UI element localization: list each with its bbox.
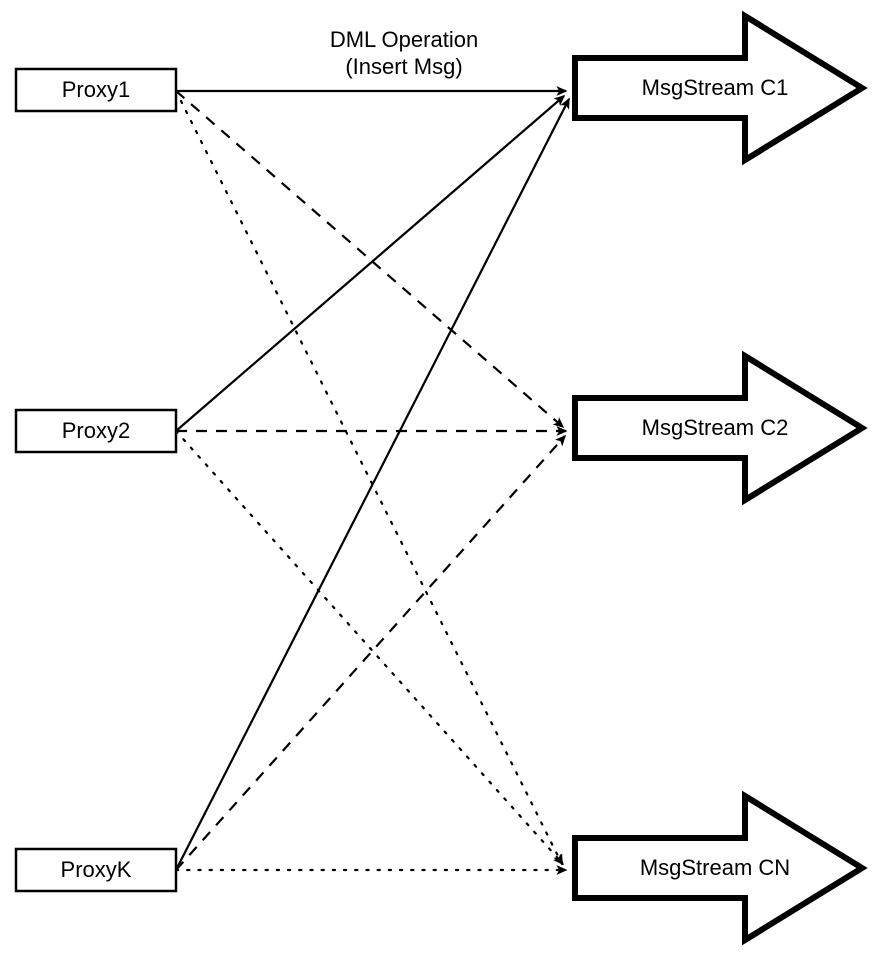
- annotation-line-1: DML Operation: [330, 27, 478, 52]
- edge-group-proxy1: [174, 86, 568, 866]
- stream-node-cn[interactable]: MsgStream CN: [572, 790, 868, 946]
- edge-proxy2-to-cn: [174, 429, 565, 866]
- stream-label: MsgStream C2: [642, 415, 789, 440]
- proxy-box[interactable]: [14, 67, 178, 113]
- edge-proxy2-to-c1: [175, 95, 566, 432]
- proxy-label: Proxy1: [62, 77, 130, 102]
- stream-arrow-shape[interactable]: [572, 10, 868, 166]
- dml-operation-annotation: DML Operation (Insert Msg): [330, 27, 478, 79]
- edge-group-proxyk: [174, 97, 570, 875]
- stream-arrow-shape[interactable]: [572, 350, 868, 506]
- proxy-label: ProxyK: [61, 857, 132, 882]
- proxy-label: Proxy2: [62, 418, 130, 443]
- stream-node-c2[interactable]: MsgStream C2: [572, 350, 868, 506]
- stream-node-c1[interactable]: MsgStream C1: [572, 10, 868, 166]
- edge-proxy1-to-cn: [174, 89, 564, 866]
- stream-label: MsgStream CN: [640, 855, 790, 880]
- stream-label: MsgStream C1: [642, 75, 789, 100]
- annotation-line-2: (Insert Msg): [345, 54, 462, 79]
- proxy-box[interactable]: [14, 847, 178, 893]
- edge-proxy1-to-c2: [175, 90, 565, 428]
- proxy-node-proxy1[interactable]: Proxy1: [14, 67, 178, 113]
- proxy-node-proxy2[interactable]: Proxy2: [14, 408, 178, 454]
- edge-group-proxy2: [174, 95, 568, 866]
- edge-proxyk-to-c2: [175, 434, 567, 871]
- proxy-box[interactable]: [14, 408, 178, 454]
- stream-arrow-shape[interactable]: [572, 790, 868, 946]
- proxy-node-proxyk[interactable]: ProxyK: [14, 847, 178, 893]
- edge-proxyk-to-c1: [175, 97, 570, 871]
